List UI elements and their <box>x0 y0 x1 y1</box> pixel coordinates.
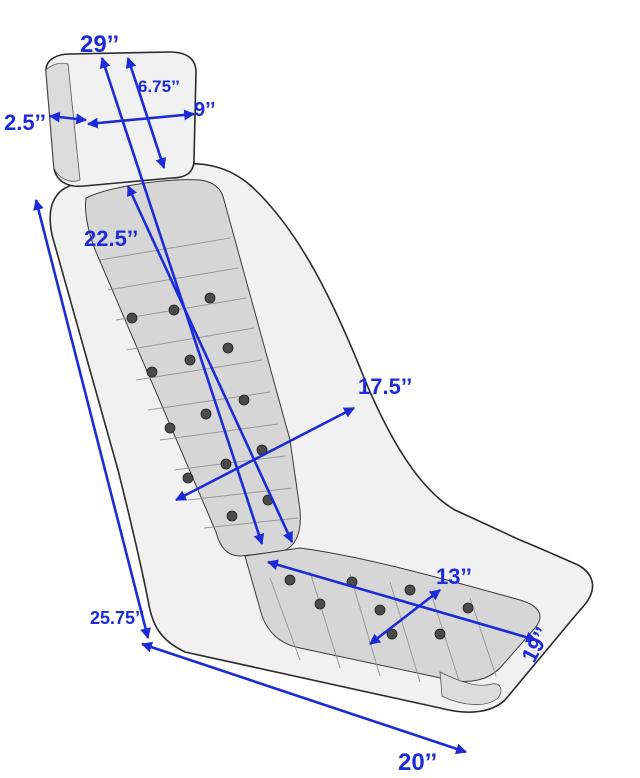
label-headrest-depth: 2.5’’ <box>4 110 46 135</box>
dim-line-headrest-depth <box>48 111 88 125</box>
label-seat-height: 25.75’’ <box>90 608 144 628</box>
dim-line-cushion-length <box>266 559 538 643</box>
label-backrest-length: 22.5’’ <box>84 226 138 251</box>
label-cushion-width: 13’’ <box>436 564 472 589</box>
dimension-lines <box>33 56 538 755</box>
label-seat-base-length: 20’’ <box>398 749 437 776</box>
label-headrest-width: 9’’ <box>194 99 216 121</box>
dim-line-headrest-width <box>86 109 196 129</box>
dimension-labels: 29’’ 6.75’’ 2.5’’ 9’’ 22.5’’ 17.5’’ 13’’… <box>4 31 555 776</box>
label-headrest-height: 6.75’’ <box>138 77 180 96</box>
dim-line-seat-height <box>33 198 151 640</box>
dim-line-shoulder-width <box>175 406 355 502</box>
label-headrest-total-height: 29’’ <box>80 31 119 58</box>
dim-line-seat-base <box>140 641 468 755</box>
label-shoulder-width: 17.5’’ <box>358 374 412 399</box>
